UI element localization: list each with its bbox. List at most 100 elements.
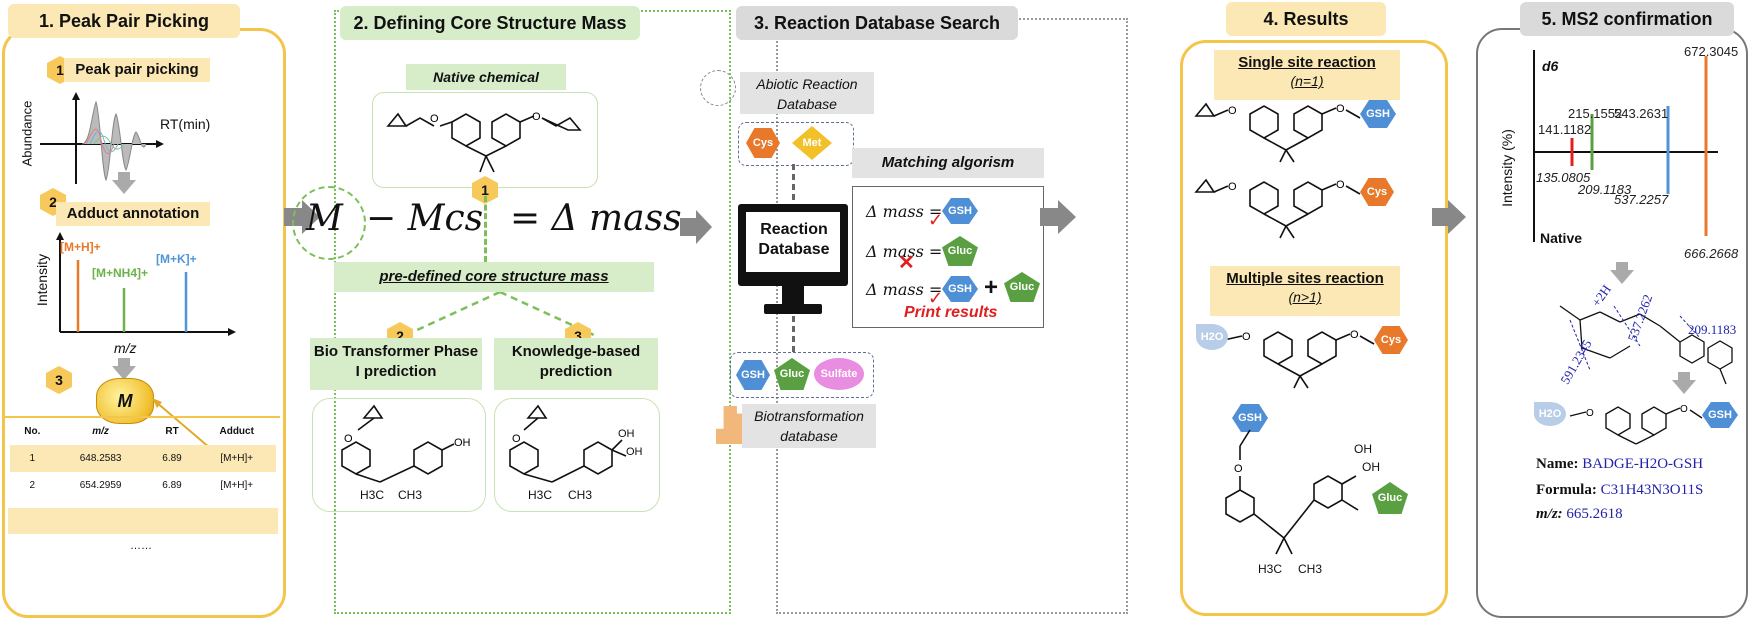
single-site-structures: O O O O — [1194, 102, 1361, 239]
flow-arrow-3-stem — [1040, 208, 1060, 226]
flow-arrow-4 — [1448, 200, 1466, 234]
mz-key: m/z: — [1536, 506, 1563, 522]
mass-spectrum-plot — [56, 232, 236, 336]
m-dashed-circle — [292, 186, 366, 260]
svg-text:O: O — [430, 113, 439, 125]
peak-bottom-135: 135.0805 — [1536, 170, 1591, 185]
knowledge-structure-box — [494, 398, 660, 512]
down-arrow-2 — [112, 366, 136, 380]
knowledge-structure: O — [509, 404, 627, 483]
multi-site-box: Multiple sites reaction (n>1) — [1210, 266, 1400, 316]
formula-key: Formula: — [1536, 482, 1597, 498]
plus-sign: + — [984, 274, 999, 301]
abiotic-db-label: Abiotic Reaction Database — [740, 72, 874, 114]
multi-site-structure-2: O — [1225, 429, 1359, 555]
table-cell: 2 — [29, 480, 36, 491]
mz-value: 665.2618 — [1566, 506, 1623, 522]
match-row-3: Δ mass = — [866, 280, 943, 299]
adduct-mnh4-label: [M+NH4]+ — [92, 266, 149, 280]
ms2-y-axis-label: Intensity (%) — [1498, 129, 1515, 207]
abundance-axis-label: Abundance — [19, 100, 35, 167]
native-label: Native — [1540, 230, 1583, 246]
flow-arrow-2-stem — [680, 218, 698, 236]
result-ch3: CH3 — [1298, 562, 1323, 576]
result-oh-2: OH — [1362, 460, 1380, 474]
single-site-box: Single site reaction (n=1) — [1214, 50, 1400, 100]
svg-text:O: O — [512, 433, 521, 445]
connector-dashed — [484, 196, 487, 262]
result-h2o-pill: H2O — [1196, 324, 1228, 350]
table-header-mz: m/z — [92, 426, 109, 437]
chromatogram-plot — [40, 92, 164, 184]
svg-text:O: O — [1228, 181, 1237, 193]
monitor-label: Reaction Database — [758, 221, 830, 258]
final-h2o-pill: H2O — [1534, 402, 1566, 426]
ms2-down-arrow-2 — [1672, 380, 1696, 394]
result-oh-1: OH — [1354, 442, 1372, 456]
table-header-row: No. m/z RT Adduct — [10, 418, 276, 445]
single-site-label: Single site reaction — [1238, 54, 1376, 71]
panel5-header: 5. MS2 confirmation — [1520, 2, 1734, 36]
svg-text:O: O — [1336, 179, 1345, 191]
name-key: Name: — [1536, 456, 1579, 472]
ms2-down-arrow-1-stem — [1616, 262, 1628, 272]
gsh-pill: GSH — [736, 360, 770, 390]
step2-label: Adduct annotation — [56, 202, 210, 226]
computer-monitor-icon — [738, 204, 848, 314]
d6-label: d6 — [1542, 58, 1559, 74]
frag-label-209: 209.1183 — [1688, 322, 1737, 337]
flow-arrow-4-stem — [1432, 208, 1450, 226]
table-header-adduct: Adduct — [219, 426, 254, 437]
table-cell: 6.89 — [162, 480, 182, 491]
sulfate-pill: Sulfate — [814, 358, 864, 390]
table-cell: [M+H]+ — [220, 453, 254, 464]
check-icon-2: ✓ — [928, 288, 944, 308]
table-cell: 1 — [29, 453, 36, 464]
svg-text:O: O — [1350, 329, 1359, 341]
bio-transformer-label: Bio Transformer Phase I prediction — [310, 338, 482, 390]
match-row-1: Δ mass = — [866, 202, 943, 221]
knowledge-ch3: CH3 — [568, 488, 593, 502]
native-chemical-label: Native chemical — [406, 64, 566, 90]
svg-text:O: O — [1680, 404, 1688, 415]
peak-top-543: 543.2631 — [1614, 106, 1669, 121]
panel5-header-text: 5. MS2 confirmation — [1541, 9, 1713, 29]
knowledge-label: Knowledge-based prediction — [494, 338, 658, 390]
dashed-connector-bottom — [792, 316, 795, 352]
bio-h3c: H3C — [360, 488, 385, 502]
final-gsh-pill: GSH — [1702, 402, 1738, 428]
svg-text:O: O — [1586, 408, 1594, 419]
equation-delta-mass: = Δ mass — [510, 198, 682, 239]
database-icon — [700, 70, 736, 106]
abiotic-pill-box — [738, 122, 854, 166]
ms2-down-arrow-1 — [1610, 270, 1634, 284]
dashed-connector-top — [792, 164, 795, 200]
table-header-no: No. — [24, 426, 41, 437]
svg-text:OH: OH — [454, 437, 471, 449]
svg-text:O: O — [1242, 331, 1251, 343]
adduct-table: No. m/z RT Adduct 1 648.2583 6.89 [M+H]+… — [10, 418, 276, 499]
table-cell: 648.2583 — [79, 453, 122, 464]
formula-value: C31H43N3O11S — [1600, 482, 1704, 498]
panel1-header: 1. Peak Pair Picking — [8, 4, 240, 38]
compound-name-row: Name: BADGE-H2O-GSH — [1536, 456, 1703, 473]
biotransformation-db-label: Biotransformation database — [742, 404, 876, 448]
formula-row: Formula: C31H43N3O11S — [1536, 482, 1703, 499]
bio-pill-box — [730, 352, 874, 398]
table-row: 2 654.2959 6.89 [M+H]+ — [10, 472, 276, 499]
adduct-mh-label: [M+H]+ — [60, 240, 101, 254]
down-arrow-1 — [112, 180, 136, 194]
intensity-axis-label: Intensity — [34, 253, 51, 307]
predefined-core-label: pre-defined core structure mass — [334, 262, 654, 292]
table-row: 1 648.2583 6.89 [M+H]+ — [10, 445, 276, 472]
table-cell: [M+H]+ — [220, 480, 254, 491]
svg-text:O: O — [532, 111, 541, 123]
m-pointer-arrow — [152, 398, 211, 449]
adduct-mk-label: [M+K]+ — [156, 252, 197, 266]
svg-text:O: O — [1336, 103, 1345, 115]
peak-bottom-537: 537.2257 — [1614, 192, 1669, 207]
ms2-plot — [1533, 50, 1718, 242]
table-ellipsis: …… — [130, 540, 152, 552]
panel-results — [1180, 40, 1448, 616]
table-blank-row — [8, 508, 278, 534]
